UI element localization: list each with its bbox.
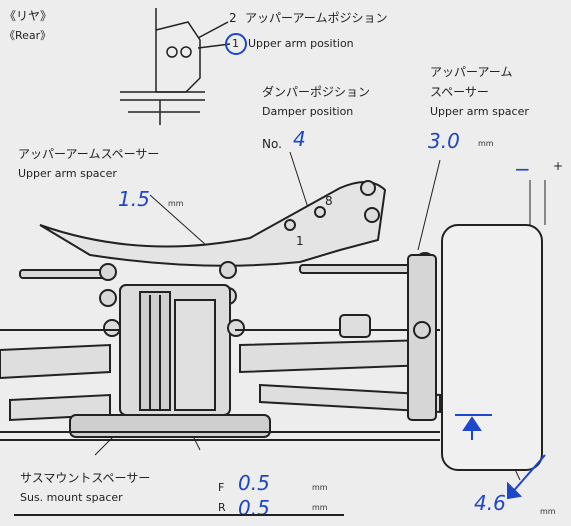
damper-position-title-jp: ダンパーポジション [262, 85, 371, 99]
sus-mount-front-value: 0.5 [238, 471, 270, 495]
sus-mount-rear-unit: mm [312, 503, 328, 512]
arm-position-number-1: 1 [232, 37, 239, 50]
wheel [441, 224, 543, 471]
upper-arm-spacer-left-en: Upper arm spacer [18, 167, 117, 180]
lower-arm [0, 314, 441, 422]
upper-arm-spacer-left-unit: mm [168, 199, 184, 208]
damper-hole-8: 8 [325, 194, 333, 208]
ride-height-value: 4.6 [474, 491, 506, 515]
upper-arm-spacer-right-jp-2: スペーサー [430, 85, 489, 99]
damper-position-title-en: Damper position [262, 105, 354, 118]
rear-label-jp: 《リヤ》 [4, 9, 53, 23]
sus-mount-rear-label: R [218, 501, 226, 514]
sus-mount-spacer-title-en: Sus. mount spacer [20, 491, 123, 504]
upper-arm-spacer-left-jp: アッパーアームスペーサー [18, 147, 160, 161]
sus-mount [0, 414, 440, 441]
damper-no-label: No. [262, 137, 282, 151]
camber-plus: + [553, 159, 564, 173]
upper-arm-spacer-right-jp-1: アッパーアーム [430, 65, 513, 79]
upper-arm-spacer-left-value: 1.5 [118, 187, 150, 211]
upper-arm-position-title-jp: アッパーアームポジション [245, 11, 388, 25]
arm-position-inset [120, 8, 231, 125]
selected-position-circle [225, 33, 247, 55]
arm-position-number-2: 2 [229, 11, 237, 25]
ride-height-marker [455, 414, 546, 500]
upper-arm-position-title-en: Upper arm position [248, 37, 354, 50]
sus-mount-front-label: F [218, 481, 225, 494]
upper-arm-spacer-right-en: Upper arm spacer [430, 105, 529, 118]
upper-arm-spacer-right-value: 3.0 [428, 129, 460, 153]
damper-hole-1: 1 [296, 234, 304, 248]
center-gearbox [103, 284, 245, 416]
sus-mount-spacer-title-jp: サスマウントスペーサー [20, 471, 151, 485]
camber-minus: − [514, 157, 531, 181]
damper-position-value: 4 [293, 127, 306, 151]
sus-mount-underline [14, 514, 344, 516]
upper-arm-spacer-right-unit: mm [478, 139, 494, 148]
sus-mount-rear-value: 0.5 [238, 496, 270, 520]
sus-mount-front-unit: mm [312, 483, 328, 492]
ride-height-unit: mm [540, 507, 556, 516]
damper-stay [39, 180, 387, 267]
rear-label-en: 《Rear》 [4, 29, 52, 42]
